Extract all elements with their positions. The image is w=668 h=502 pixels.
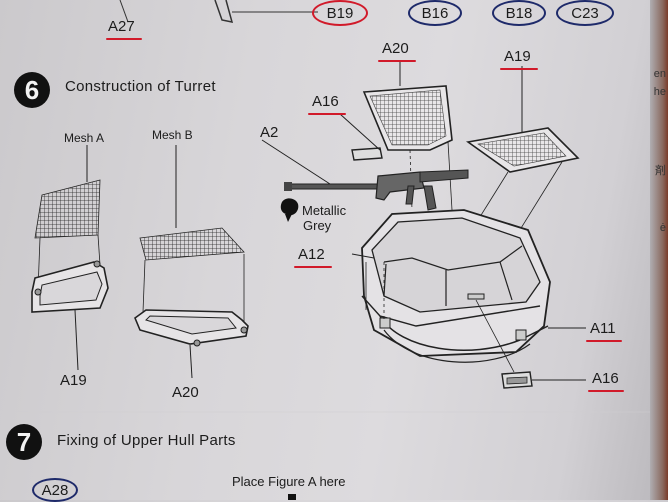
edge-text-3: 剤 xyxy=(655,165,666,177)
a16-bottom-label: A16 xyxy=(592,370,619,387)
step-6-title: Construction of Turret xyxy=(65,78,216,95)
step-7-title: Fixing of Upper Hull Parts xyxy=(57,432,236,449)
a16-top-part xyxy=(351,147,383,161)
b19-text: B19 xyxy=(326,4,354,22)
a27-text: A27 xyxy=(108,18,135,35)
a20-top-label: A20 xyxy=(382,40,409,57)
a12-label: A12 xyxy=(298,246,325,263)
part-oval-b16: B16 xyxy=(408,0,462,26)
red-underline xyxy=(294,266,332,268)
a20-left-label: A20 xyxy=(172,384,199,401)
a19-top-label: A19 xyxy=(504,48,531,65)
mesh-a-label: Mesh A xyxy=(64,131,105,145)
part-oval-a28: A28 xyxy=(32,478,78,502)
red-underline xyxy=(378,60,416,62)
step-6-number: 6 xyxy=(14,72,50,108)
b18-text: B18 xyxy=(505,4,533,22)
page-edge xyxy=(650,0,668,500)
red-underline xyxy=(308,113,346,115)
mesh-a-grid xyxy=(34,179,101,239)
part-oval-b18: B18 xyxy=(492,0,546,26)
edge-text-1: en xyxy=(653,68,666,80)
top-part-sketch xyxy=(214,0,234,23)
edge-text-2: he xyxy=(653,86,666,98)
step-7-number: 7 xyxy=(6,424,42,460)
grey-label: Grey xyxy=(303,218,332,233)
place-figure-note: Place Figure A here xyxy=(232,474,346,489)
red-underline xyxy=(500,68,538,70)
turret-body xyxy=(361,209,551,373)
metallic-label: Metallic xyxy=(302,203,347,218)
mesh-b-grid xyxy=(139,227,245,261)
b16-text: B16 xyxy=(421,4,449,22)
c23-text: C23 xyxy=(571,4,599,22)
part-oval-b19: B19 xyxy=(312,0,368,26)
red-underline xyxy=(106,38,142,40)
a28-text: A28 xyxy=(41,481,69,499)
a11-label: A11 xyxy=(590,320,616,337)
step-7-digit: 7 xyxy=(16,426,32,457)
step-6-digit: 6 xyxy=(24,74,40,105)
part-oval-c23: C23 xyxy=(556,0,614,26)
edge-text-4: ė xyxy=(659,222,666,234)
a19-left-label: A19 xyxy=(60,372,87,389)
a2-machine-gun xyxy=(284,169,469,211)
a2-label: A2 xyxy=(260,124,279,141)
mesh-b-label: Mesh B xyxy=(152,128,193,142)
part-label-a27: A27 xyxy=(108,18,135,35)
red-underline xyxy=(586,340,622,342)
a16-top-label: A16 xyxy=(312,93,339,110)
red-underline xyxy=(588,390,624,392)
paint-blob-icon xyxy=(280,198,299,216)
